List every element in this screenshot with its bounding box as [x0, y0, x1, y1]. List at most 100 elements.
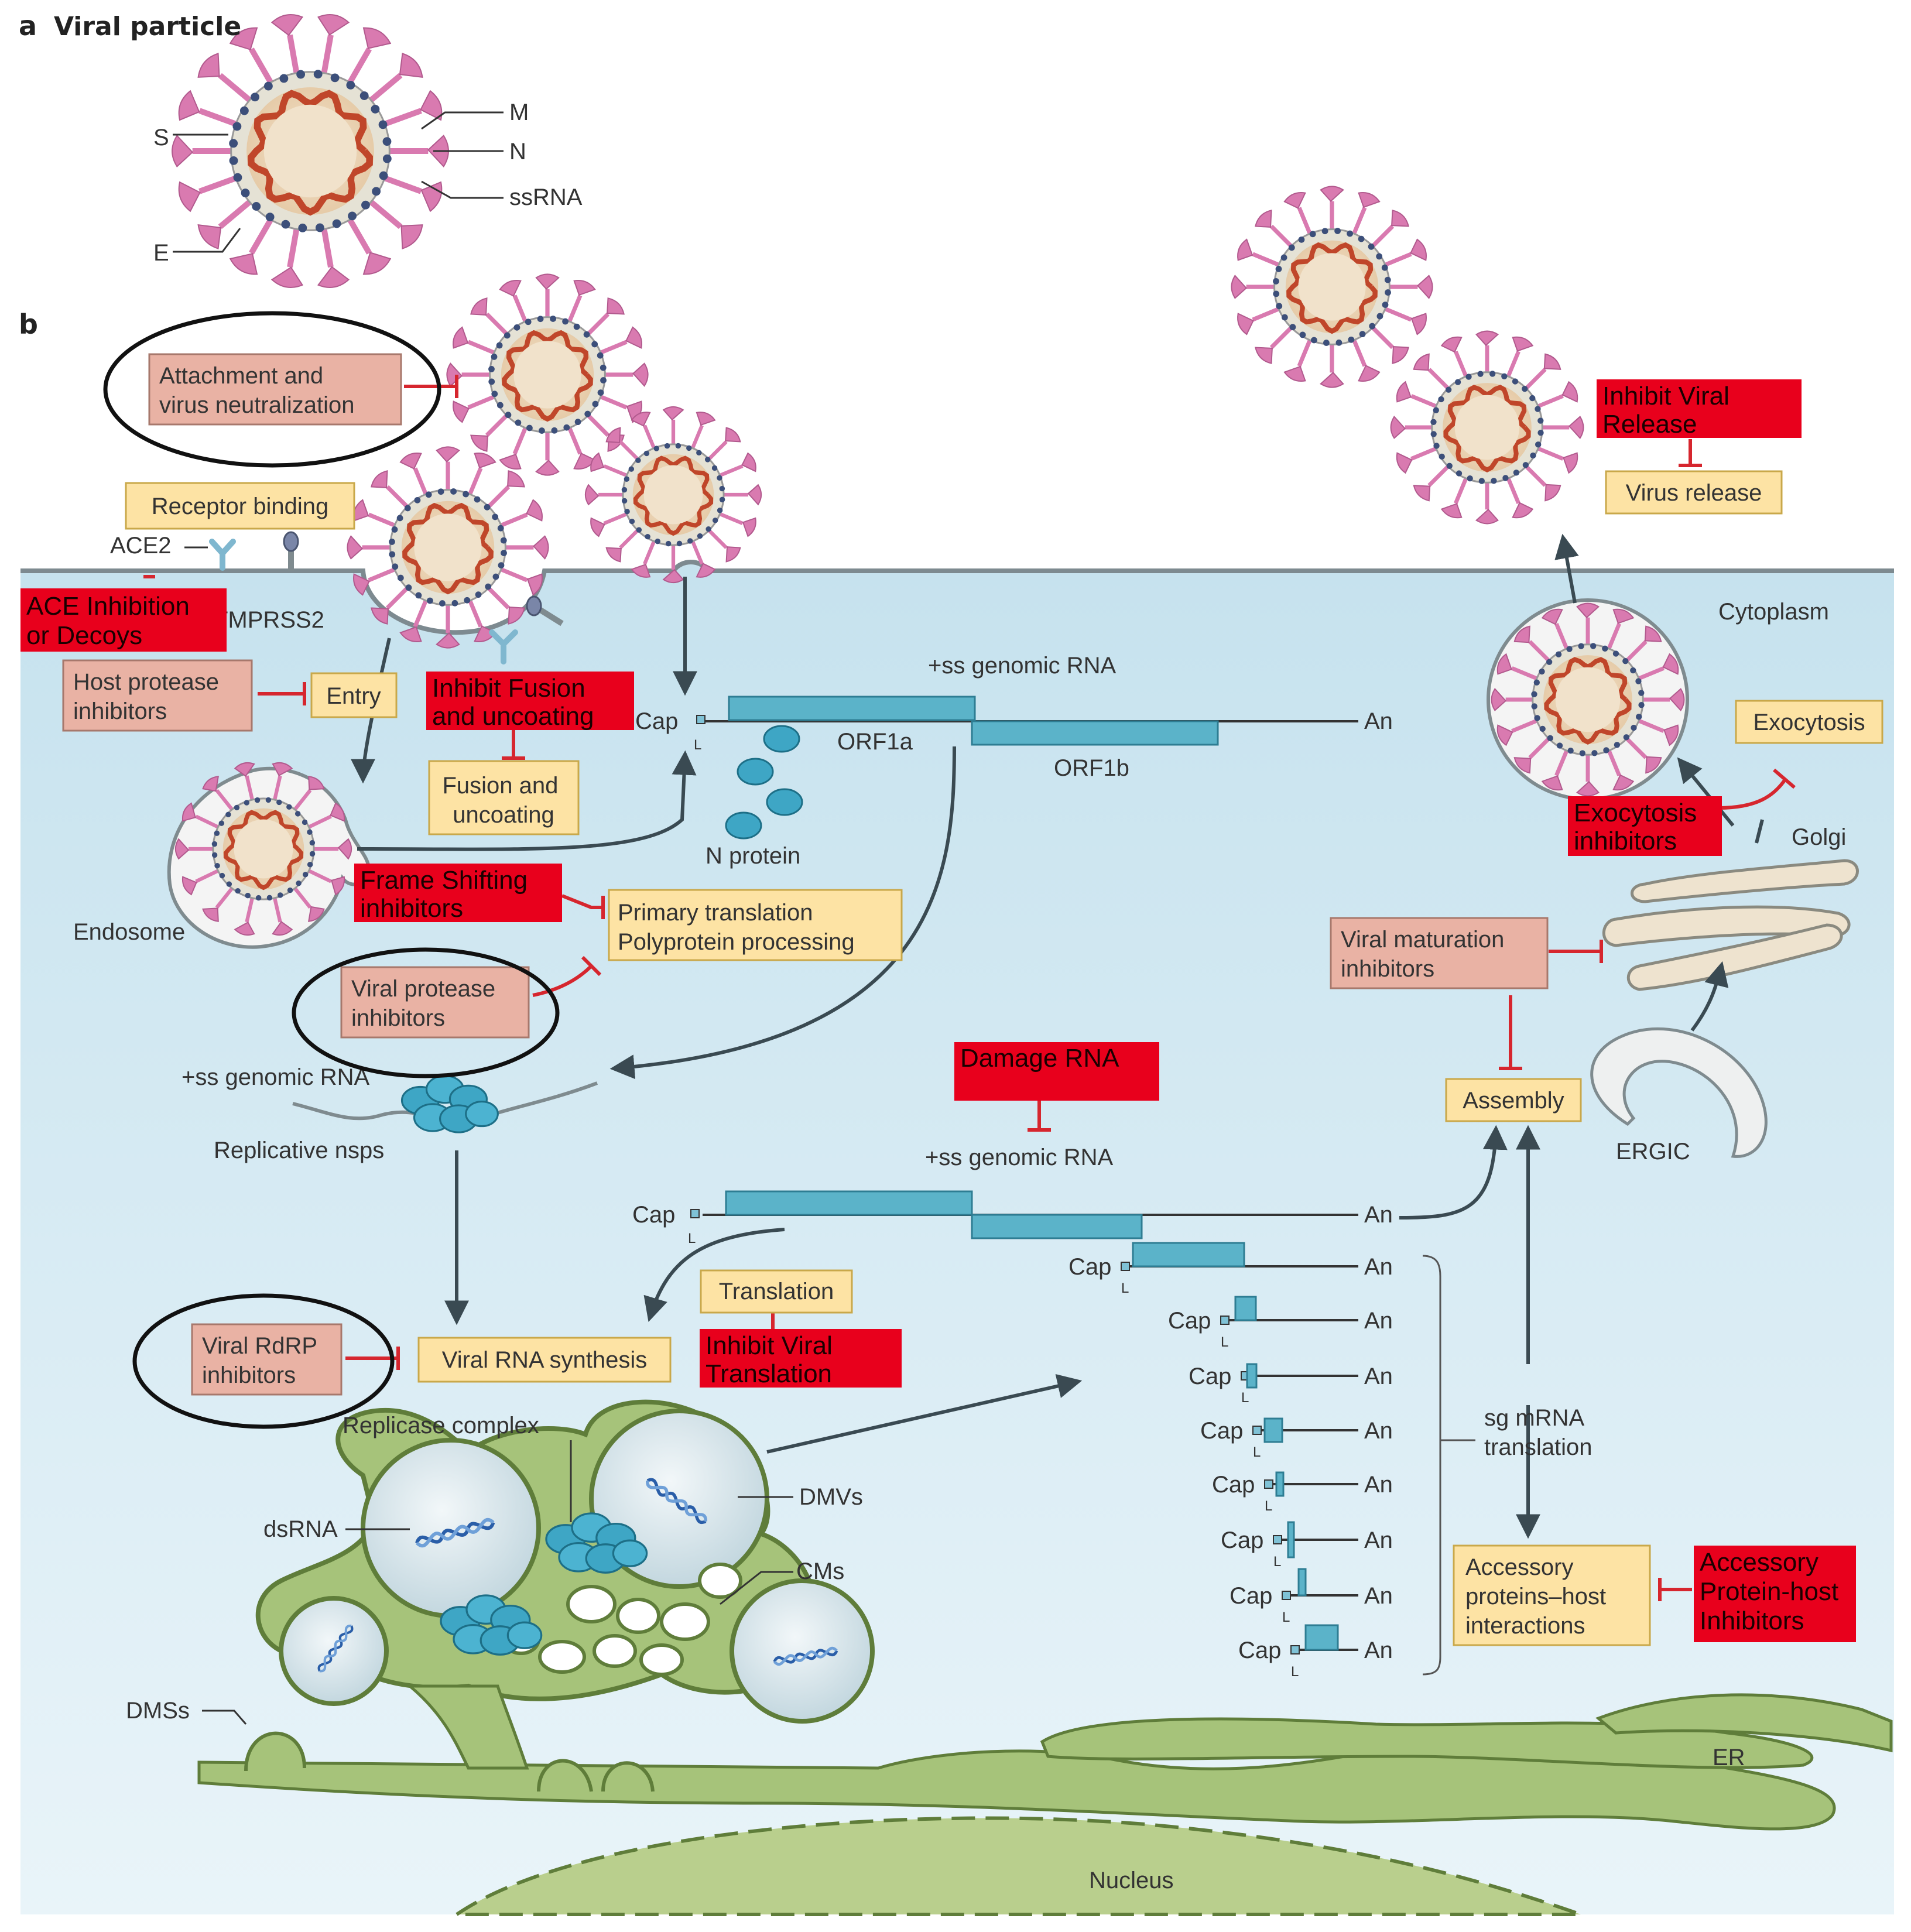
- sg-leader-label: L: [1221, 1334, 1228, 1350]
- label-an-mid: An: [1364, 1202, 1393, 1228]
- panel-b-letter: b: [19, 309, 38, 340]
- sg-cap-label: Cap: [1221, 1527, 1263, 1553]
- sg-polya-label: An: [1364, 1583, 1393, 1609]
- red-frame-shifting: Frame Shifting inhibitors: [354, 864, 562, 923]
- svg-text:Viral RdRP inhibitors: Viral RdRP inhibitors: [202, 1333, 324, 1388]
- label-genomic-rna-mid: +ss genomic RNA: [925, 1145, 1114, 1170]
- cms-leader: [720, 1571, 793, 1605]
- label-replicase-complex: Replicase complex: [343, 1413, 539, 1438]
- replication-organelle: [255, 1399, 875, 1770]
- genomic-rna-top: [696, 696, 1358, 746]
- box-exocytosis: Exocytosis: [1735, 700, 1883, 744]
- sg-leader-label: L: [1273, 1554, 1281, 1570]
- nucleus-shape: [451, 1816, 1581, 1916]
- box-viral-rdrp: Viral RdRP inhibitors: [191, 1323, 343, 1396]
- svg-text:Entry: Entry: [326, 683, 381, 709]
- red-annotations: ACE Inhibition or Decoys Inhibit Fusion …: [20, 379, 1856, 1642]
- label-orf1a: ORF1a: [837, 729, 913, 755]
- n-protein-group: [725, 725, 803, 840]
- label-leader-top: L: [694, 737, 701, 753]
- er-sheet-right: [1595, 1693, 1893, 1753]
- panel-a-letter: a: [19, 10, 37, 42]
- label-genomic-rna-repl: +ss genomic RNA: [181, 1064, 370, 1090]
- virion-attachment: [446, 273, 649, 476]
- process-arrows: [351, 533, 1735, 1539]
- label-golgi: Golgi: [1792, 824, 1846, 850]
- box-entry: Entry: [310, 672, 398, 718]
- dmv-large-left: [361, 1438, 541, 1618]
- svg-text:Primary translation Po: Primary translation Polyprotein processi…: [618, 900, 855, 955]
- sg-cap-label: Cap: [1168, 1308, 1211, 1334]
- sg-cap-label: Cap: [1212, 1472, 1255, 1498]
- svg-text:Inhibit Viral Translat: Inhibit Viral Translation: [706, 1331, 840, 1388]
- label-nucleus: Nucleus: [1089, 1868, 1174, 1893]
- ellipse-attachment: [103, 311, 441, 468]
- svg-text:Viral maturation inhib: Viral maturation inhibitors: [1341, 927, 1511, 982]
- svg-text:Exocytosis: Exocytosis: [1753, 710, 1865, 735]
- convoluted-membranes: [502, 1563, 742, 1676]
- sg-leader-label: L: [1265, 1498, 1272, 1514]
- sg-mrna-bracket: [1422, 1255, 1441, 1676]
- red-inhibit-fusion: Inhibit Fusion and uncoating: [426, 672, 634, 731]
- box-receptor-binding: Receptor binding: [125, 482, 355, 530]
- label-n: N: [509, 139, 526, 165]
- sg-leader-label: L: [1253, 1444, 1261, 1460]
- svg-text:Inhibit Viral Release: Inhibit Viral Release: [1602, 382, 1737, 439]
- sg-cap-label: Cap: [1189, 1364, 1231, 1389]
- label-n-protein: N protein: [706, 843, 800, 869]
- virion-membrane: [584, 406, 762, 584]
- virion-panel-a: [172, 13, 449, 289]
- er-network: [197, 1693, 1893, 1916]
- red-damage-rna: Damage RNA: [954, 1042, 1159, 1101]
- svg-text:Exocytosis inhibitors: Exocytosis inhibitors: [1574, 799, 1704, 855]
- inhibitor-boxes: Attachment and virus neutralization Host…: [62, 353, 1549, 1396]
- inhibition-lines: [143, 375, 1796, 1601]
- svg-text:Inhibit Fusion and unc: Inhibit Fusion and uncoating: [432, 674, 594, 731]
- box-attachment-neutralization: Attachment and virus neutralization: [148, 353, 402, 426]
- sg-polya-label: An: [1364, 1472, 1393, 1498]
- label-ergic: ERGIC: [1616, 1139, 1690, 1164]
- sg-cap-label: Cap: [1200, 1418, 1243, 1444]
- ergic-golgi: [1590, 859, 1859, 1158]
- label-an-top: An: [1364, 708, 1393, 734]
- golgi-stack: [1602, 859, 1859, 991]
- box-viral-maturation: Viral maturation inhibitors: [1330, 917, 1549, 989]
- red-ace-inhibition: ACE Inhibition or Decoys: [20, 588, 227, 652]
- sg-polya-label: An: [1364, 1527, 1393, 1553]
- replicative-nsps: [292, 1074, 598, 1133]
- highlight-ellipses: [103, 311, 560, 1429]
- sg-cap-label: Cap: [1238, 1638, 1281, 1663]
- svg-text:Damage RNA: Damage RNA: [960, 1044, 1119, 1073]
- label-cap-top: Cap: [635, 708, 678, 734]
- label-tmprss2: TMPRSS2: [214, 607, 324, 633]
- box-assembly: Assembly: [1445, 1078, 1582, 1122]
- svg-text:Attachment and virus n: Attachment and virus neutralization: [159, 363, 355, 418]
- box-translation: Translation: [700, 1269, 853, 1314]
- svg-text:Translation: Translation: [719, 1279, 834, 1304]
- svg-text:Virus release: Virus release: [1626, 480, 1762, 506]
- label-cap-mid: Cap: [632, 1202, 675, 1228]
- label-dsrna: dsRNA: [263, 1516, 338, 1542]
- virion-released-1: [1231, 186, 1433, 388]
- sg-cap-label: Cap: [1230, 1583, 1272, 1609]
- svg-text:Viral RNA synthesis: Viral RNA synthesis: [442, 1347, 648, 1373]
- label-er: ER: [1713, 1745, 1745, 1770]
- red-exocytosis-inhibitors: Exocytosis inhibitors: [1568, 796, 1722, 856]
- box-host-protease: Host protease inhibitors: [62, 659, 253, 732]
- orf1a-bar-mid: [725, 1190, 973, 1216]
- virion-endosome: [174, 762, 352, 936]
- svg-text:ACE Inhibition or Deco: ACE Inhibition or Decoys: [26, 592, 197, 650]
- sg-polya-label: An: [1364, 1364, 1393, 1389]
- sg-leader-label: L: [1291, 1664, 1299, 1680]
- svg-text:Fusion and uncoating: Fusion and uncoating: [442, 773, 564, 828]
- box-accessory-interactions: Accessory proteins–host interactions: [1453, 1544, 1651, 1646]
- sg-polya-label: An: [1364, 1638, 1393, 1663]
- dmv-small-left: [279, 1596, 389, 1706]
- genomic-rna-mid: [690, 1190, 1358, 1239]
- box-virus-release: Virus release: [1605, 470, 1783, 515]
- virion-pit: [347, 446, 549, 649]
- ergic-arrow-sep: [1755, 819, 1764, 844]
